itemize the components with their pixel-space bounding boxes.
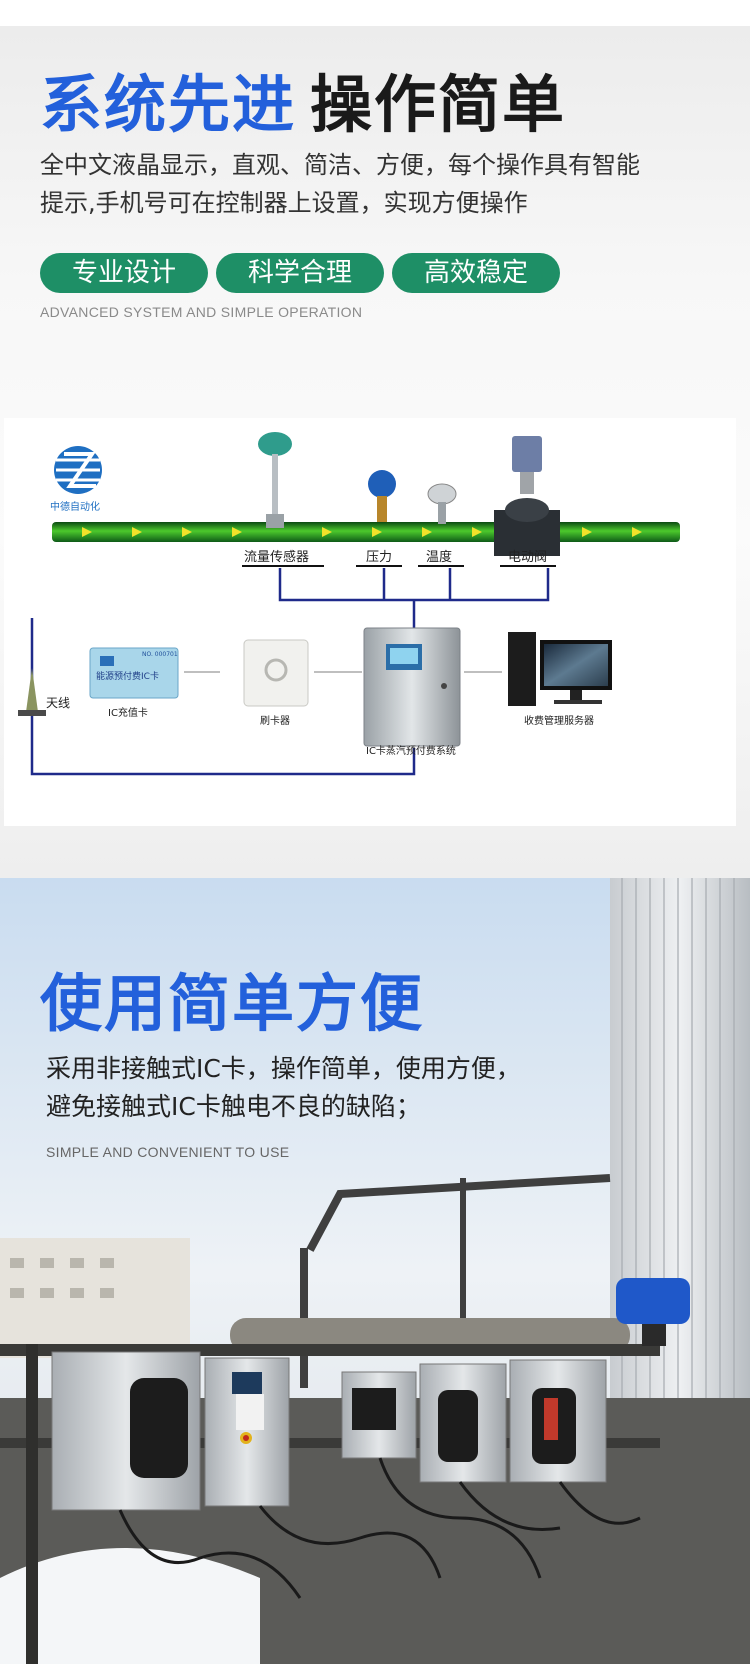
background-building (0, 1238, 190, 1358)
label-electric-valve: 电动阀 (508, 550, 548, 565)
insulated-pipe (230, 1318, 630, 1352)
computer-server-icon (508, 632, 612, 706)
label-antenna: 天线 (46, 696, 71, 710)
site-photo-illustration (0, 878, 750, 1664)
section2-title: 使用简单方便 (40, 967, 425, 1040)
ic-card-icon (89, 647, 179, 699)
company-logo-icon (54, 446, 102, 494)
label-ic-card: IC充值卡 (108, 708, 148, 719)
easy-to-use-section: 使用简单方便 采用非接触式IC卡，操作简单，使用方便， 避免接触式IC卡触电不良… (0, 878, 750, 1664)
hero-title-blue: 系统先进 (40, 68, 297, 141)
blue-actuator-icon (616, 1278, 690, 1346)
hero-title: 系统先进操作简单 (40, 74, 566, 136)
card-number: NO. 000701 (142, 651, 178, 658)
controller-cabinets-icon (51, 1351, 607, 1511)
pressure-sensor-icon (368, 470, 396, 522)
section2-description-line-1: 采用非接触式IC卡，操作简单，使用方便， (46, 1054, 521, 1083)
controller-cabinet-icon (363, 627, 461, 747)
cables (118, 1457, 641, 1599)
label-card-reader: 刷卡器 (260, 716, 290, 727)
electric-valve-icon (494, 436, 560, 556)
snow (0, 1548, 260, 1664)
label-controller: IC卡蒸汽预付费系统 (366, 746, 456, 757)
temperature-sensor-icon (427, 483, 457, 524)
tag-scientific: 科学合理 (216, 253, 384, 293)
advanced-system-section: 系统先进操作简单 全中文液晶显示，直观、简洁、方便，每个操作具有智能 提示,手机… (0, 26, 750, 878)
label-server: 收费管理服务器 (524, 716, 594, 727)
card-reader-icon (243, 639, 309, 707)
label-flow-sensor: 流量传感器 (244, 550, 310, 565)
section2-english-caption: SIMPLE AND CONVENIENT TO USE (46, 1144, 290, 1160)
antenna-icon (18, 668, 46, 716)
hero-title-dark: 操作简单 (310, 68, 567, 141)
diagram-artwork (18, 432, 680, 776)
tag-efficient: 高效稳定 (392, 253, 560, 293)
tag-professional-design: 专业设计 (40, 253, 208, 293)
card-text: 能源预付费IC卡 (96, 672, 159, 682)
label-pressure: 压力 (366, 550, 393, 565)
overhead-pipe (306, 1174, 611, 1252)
description-line-2: 提示,手机号可在控制器上设置，实现方便操作 (40, 189, 528, 217)
label-temperature: 温度 (426, 550, 453, 565)
flow-sensor-icon (258, 432, 292, 528)
flow-arrows (82, 527, 642, 537)
description-line-1: 全中文液晶显示，直观、简洁、方便，每个操作具有智能 (40, 151, 640, 179)
company-logo-text: 中德自动化 (50, 502, 100, 513)
section2-description-line-2: 避免接触式IC卡触电不良的缺陷； (46, 1092, 421, 1121)
system-diagram: 中德自动化 流量传感器 压力 温度 电动阀 天线 NO. 000701 能源预付… (4, 418, 736, 826)
english-caption: ADVANCED SYSTEM AND SIMPLE OPERATION (40, 304, 363, 320)
